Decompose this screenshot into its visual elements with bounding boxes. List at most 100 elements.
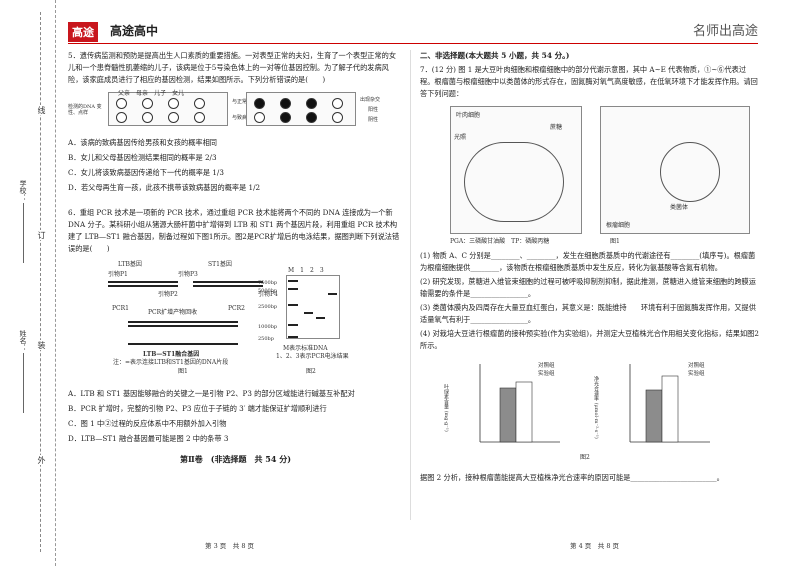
q5-stem: 5．遗传病监测和预防是提高出生人口素质的重要措施。一对表型正常的夫妇，生育了一个… [68,51,397,84]
gel-band [304,312,313,314]
q7-q2: (2) 研究发现，蔗糖进入维管束细胞的过程可被呼吸抑制剂抑制，据此推测，蔗糖进入… [420,277,756,298]
page-header: 高途 高途高中 名师出高途 [68,20,758,44]
hybridization-dot [116,112,127,123]
q5-option-a[interactable]: A．该病的致病基因传给男孩和女孩的概率相同 [68,138,217,147]
hybridization-dot [332,112,343,123]
hybridization-dot [280,98,291,109]
brand-name: 高途高中 [110,24,159,38]
gel-band [316,317,325,319]
bar-charts [479,364,710,443]
gel-band [288,336,298,338]
q6-stem: 6．重组 PCR 技术是一项新的 PCR 技术，通过重组 PCR 技术能将两个不… [68,208,400,253]
binding-mark: 线 [36,105,47,115]
section-heading: 二、非选择题(本大题共 5 小题，共 54 分。) [420,51,570,60]
gel-size: 7500bp [258,280,278,286]
fig1-p4: 引物P4 [258,291,278,298]
legend-experiment-a: 实验组 [538,371,555,377]
hybridization-dot [306,112,317,123]
name-field: 姓名： [18,330,28,413]
gel-size: 2500bp [258,304,278,310]
school-field: 学校： [18,180,28,263]
hybridization-dot [168,98,179,109]
fig1-p1: 引物P1 [108,271,128,278]
hybridization-dot [332,98,343,109]
q7-figure1: 叶肉细胞 光照 蔗糖 类菌体 根瘤细胞 PGA：三磷酸甘油酸 TP：磷酸丙糖 图… [420,102,760,250]
gel-box [286,275,340,339]
root-label: 根瘤细胞 [606,222,631,229]
legend-experiment-b: 实验组 [688,371,705,377]
q7-stem: 7．(12 分) 图 1 是大豆叶肉细胞和根瘤细胞中的部分代谢示意图，其中 A~… [420,65,758,98]
q5-legend-hyb: 出现杂交 [360,97,381,103]
q5-probe-caption: 检测的DNA 变性、点样 [68,104,102,116]
q5-option-b[interactable]: B．女儿和父母基因检测结果相同的概率是 2/3 [68,153,217,162]
q6-option-c[interactable]: C．图 1 中②过程的反应体系中不用额外加入引物 [68,419,227,428]
hybridization-dot [194,112,205,123]
hybridization-dot [254,98,265,109]
leaf-label: 叶肉细胞 [456,112,481,119]
st1-strand [193,281,263,283]
q5-legend-neg: 阴性 [368,117,379,123]
q7-q1: (1) 物质 A、C 分别是________、________，发生在细胞质基质… [420,251,756,272]
page-footer-left: 第 3 页 共 8 页 [205,542,255,550]
sucrose-label: 蔗糖 [550,124,563,131]
gel-caption: 图2 [306,368,316,375]
gel-band [288,324,298,326]
ltb-strand [108,281,178,283]
q6-option-a[interactable]: A．LTB 和 ST1 基因能够融合的关键之一是引物 P2、P3 的部分区域能进… [68,389,355,398]
brand-logo: 高途 [68,22,98,42]
gel-band [288,280,298,282]
q7-tail: 据图 2 分析，接种根瘤菌能提高大豆植株净光合速率的原因可能是_________… [420,473,724,482]
bar-experiment-a [515,381,533,443]
q6-option-d[interactable]: D．LTB—ST1 融合基因最可能是图 2 中的条带 3 [68,434,229,443]
bar-experiment-b [661,375,679,443]
q5-figure: 父亲 母亲 儿子 女儿 检测的DNA 变性、点样 与正常序列探针杂交 与致病序列… [68,88,403,134]
gel-size: 250bp [258,336,274,342]
gel-size: 1000bp [258,324,278,330]
q5-option-c[interactable]: C．女儿将该致病基因传递给下一代的概率是 1/3 [68,168,224,177]
legend-control-b: 对照组 [688,363,705,369]
fig1-p2: 引物P2 [158,291,178,298]
legend-control-a: 对照组 [538,363,555,369]
hybridization-dot [306,98,317,109]
bacteroid [660,142,720,202]
hybridization-dot [116,98,127,109]
q5-option-d[interactable]: D．若父母再生育一孩，此孩不携带该致病基因的概率是 1/2 [68,183,261,192]
binding-mark: 装 [36,340,47,350]
bacteroid-label: 类菌体 [670,204,689,211]
binding-dashed-line [40,12,41,552]
q7-q3: (3) 类菌体膜内及四周存在大量豆血红蛋白，其意义是：既能维持 环境有利于固氮酶… [420,303,756,324]
fig1-caption-right: 图1 [610,238,620,245]
hybridization-dot [194,98,205,109]
fig1-st1: ST1基因 [208,261,232,268]
q5-legend-pos: 阳性 [368,107,379,113]
fig1-note: 注：=表示连接LTB和ST1基因的DNA片段 [113,359,229,366]
fig1-fused: LTB—ST1融合基因 [143,351,200,358]
fused-strand [128,321,238,323]
binding-mark: 订 [36,230,47,240]
hybridization-dot [280,112,291,123]
gel-band [328,293,337,295]
brand-motto: 名师出高途 [692,24,758,39]
page-footer-right: 第 4 页 共 8 页 [570,542,620,550]
gel-size: 5000bp [258,288,278,294]
hybridization-dot [254,112,265,123]
fig1-pcr2: PCR2 [228,305,245,312]
fig1-ltb: LTB基因 [118,261,142,268]
q6-figures: LTB基因 ST1基因 引物P1 引物P3 引物P2 引物P4 PCR1 PCR… [68,257,403,385]
ylabel-a: 叶绿素含量 (mg·g⁻¹) [443,384,449,432]
q6-option-b[interactable]: B．PCR 扩增时，完整的引物 P2、P3 应位于子链的 3′ 端才能保证扩增顺… [68,404,327,413]
fused-strand [128,325,238,327]
left-column: 5．遗传病监测和预防是提高出生人口素质的重要措施。一对表型正常的夫妇，生育了一个… [68,50,403,473]
fig2-caption: 图2 [580,454,590,461]
part2-title: 第Ⅱ卷 (非选择题 共 54 分) [179,454,291,464]
bar-control-b [645,389,663,443]
gel-note2: 1、2、3表示PCR电泳结果 [276,353,349,360]
q5-members: 父亲 母亲 儿子 女儿 [118,90,185,97]
column-divider [410,50,411,520]
binding-mark: 外 [36,455,47,465]
right-column: 二、非选择题(本大题共 5 小题，共 54 分。) 7．(12 分) 图 1 是… [420,50,760,486]
gel-band [288,304,298,306]
gel-note1: M表示标准DNA [283,345,328,352]
hybridization-dot [142,112,153,123]
fig1-p3: 引物P3 [178,271,198,278]
